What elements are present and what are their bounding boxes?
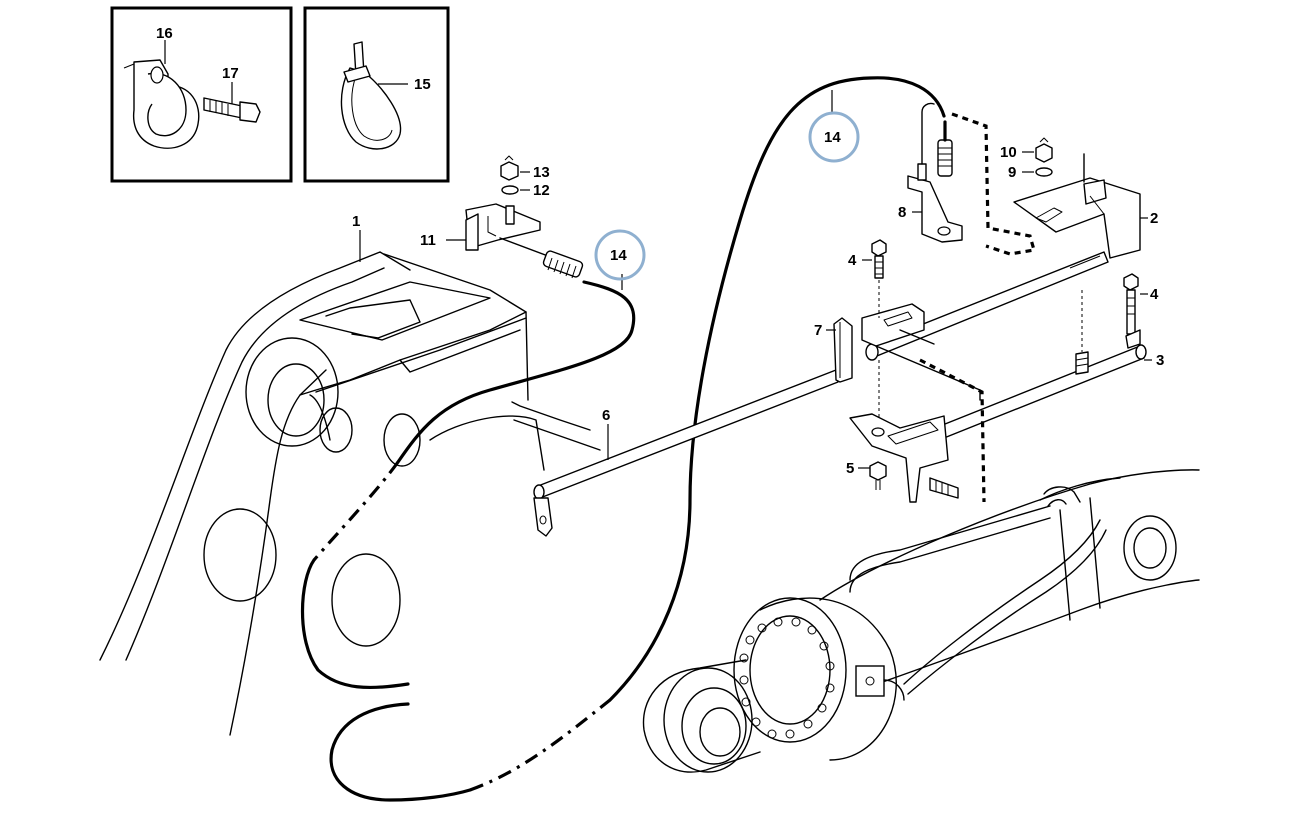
- clamp-part-16: [123, 59, 200, 149]
- callout-14-left-group: 14: [594, 229, 646, 290]
- nut-part-13: [500, 155, 519, 181]
- bracket-part-2: [1013, 153, 1141, 259]
- boom-frame-part-1: [99, 251, 601, 736]
- inset-clamp-bolt: 16 17: [110, 6, 293, 183]
- clip-part-7: [833, 317, 853, 383]
- bracket-part-11: [465, 203, 541, 251]
- washer-part-12: [501, 185, 519, 195]
- callout-4-right: 4: [1150, 286, 1159, 303]
- nut-part-10: [1035, 137, 1053, 163]
- sensor-left: [499, 237, 584, 279]
- highlight-circle-right: [808, 111, 860, 163]
- callout-10: 10: [1000, 144, 1017, 161]
- bolt-part-4-right: [1123, 273, 1141, 349]
- callout-14-right: 14: [824, 129, 841, 146]
- callout-6: 6: [602, 407, 610, 424]
- nut-part-5: [869, 461, 887, 490]
- callout-13: 13: [533, 164, 550, 181]
- callout-11: 11: [420, 232, 436, 249]
- callout-7: 7: [814, 322, 822, 339]
- callout-15: 15: [414, 76, 431, 93]
- callout-14-right-group: 14: [808, 90, 860, 163]
- callout-5: 5: [846, 460, 854, 477]
- cylinder-bolts: [739, 617, 835, 739]
- callout-16: 16: [156, 25, 173, 42]
- hydraulic-cylinder: [642, 469, 1200, 773]
- sensor-right: [937, 120, 953, 177]
- rod-part-6: [533, 369, 839, 537]
- bolt-part-4-left: [871, 239, 887, 279]
- callout-3: 3: [1156, 352, 1164, 369]
- rod-part-3: [919, 290, 1147, 447]
- callout-8: 8: [898, 204, 906, 221]
- callout-2: 2: [1150, 210, 1158, 227]
- dashed-link-lower: [919, 358, 986, 503]
- cable-tie-part-15: [340, 41, 402, 150]
- callout-12: 12: [533, 182, 550, 199]
- washer-part-9: [1035, 167, 1053, 177]
- upper-rod: [865, 251, 1109, 361]
- lower-bracket: [849, 360, 959, 503]
- highlight-circle-left: [594, 229, 646, 281]
- bracket-part-8: [907, 102, 963, 243]
- bolt-part-17: [203, 97, 261, 123]
- dashed-link-upper: [951, 112, 1037, 256]
- inset-cable-tie: 15: [303, 6, 450, 183]
- cable-part-14: [300, 76, 946, 802]
- callout-4-left: 4: [848, 252, 857, 269]
- callout-9: 9: [1008, 164, 1016, 181]
- callout-14-left: 14: [610, 247, 627, 264]
- callout-1: 1: [352, 213, 360, 230]
- callout-17: 17: [222, 65, 239, 82]
